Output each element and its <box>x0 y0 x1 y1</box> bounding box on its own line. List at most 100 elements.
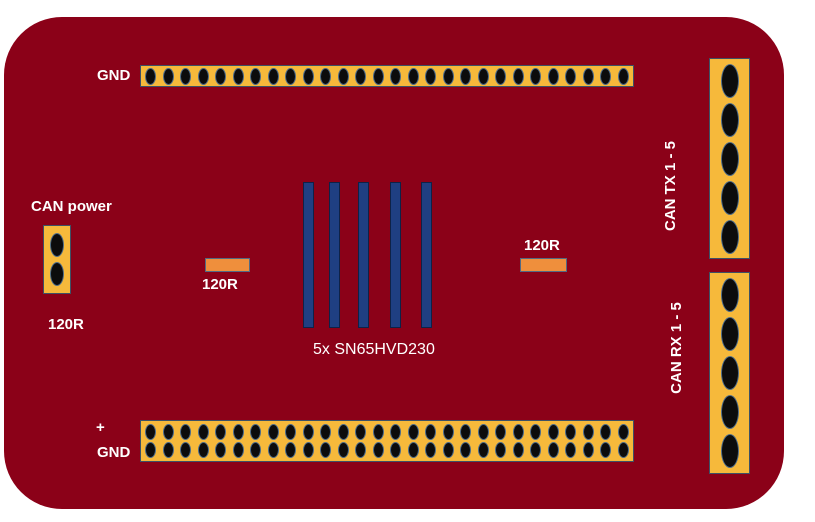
pin-hole <box>162 442 174 458</box>
pin-hole <box>250 442 262 458</box>
pin-hole <box>530 67 542 85</box>
transceiver-chip-4 <box>390 182 401 328</box>
pin-hole <box>617 424 629 440</box>
can-rx-terminal <box>709 272 750 474</box>
pin-hole <box>372 67 384 85</box>
pin-hole <box>337 442 349 458</box>
pin-hole <box>530 442 542 458</box>
pin-hole <box>232 442 244 458</box>
pin-hole <box>162 424 174 440</box>
pin-hole <box>442 67 454 85</box>
pin-hole <box>267 67 279 85</box>
pin-hole <box>215 67 227 85</box>
can-tx-terminal <box>709 58 750 259</box>
pin-hole <box>267 442 279 458</box>
pin-hole <box>145 424 156 440</box>
pin-hole <box>180 442 192 458</box>
pin-hole <box>285 442 297 458</box>
pin-hole <box>267 424 279 440</box>
pin-hole <box>547 67 559 85</box>
label-gnd-bottom: GND <box>97 444 131 461</box>
pin-hole <box>407 67 419 85</box>
pin-hole <box>320 424 332 440</box>
pin-hole <box>302 442 314 458</box>
pin-hole <box>565 424 577 440</box>
terminal-hole <box>720 316 739 351</box>
pin-hole <box>425 442 437 458</box>
pin-hole <box>285 67 297 85</box>
pin-hole <box>390 424 402 440</box>
resistor-right <box>520 258 567 272</box>
terminal-hole <box>720 219 739 254</box>
pin-hole <box>232 424 244 440</box>
top-pin-header <box>140 65 634 87</box>
pin-hole <box>320 442 332 458</box>
pin-hole <box>250 424 262 440</box>
pin-hole <box>425 424 437 440</box>
pin-hole <box>180 424 192 440</box>
label-can-power: CAN power <box>31 198 112 215</box>
pin-hole <box>302 424 314 440</box>
pin-hole <box>232 67 244 85</box>
pin-hole <box>512 424 524 440</box>
transceiver-chip-5 <box>421 182 432 328</box>
label-120r-left: 120R <box>202 276 238 293</box>
pin-hole <box>145 67 156 85</box>
pin-hole <box>600 67 612 85</box>
terminal-hole <box>720 434 739 469</box>
pin-hole <box>582 424 594 440</box>
pin-hole <box>162 67 174 85</box>
can-power-terminal <box>43 225 71 294</box>
pin-hole <box>582 442 594 458</box>
pin-hole <box>442 424 454 440</box>
terminal-hole <box>720 141 739 176</box>
pin-hole <box>302 67 314 85</box>
pin-hole <box>355 442 367 458</box>
pin-hole <box>582 67 594 85</box>
pin-hole <box>477 424 489 440</box>
pin-hole <box>547 442 559 458</box>
pin-hole <box>495 442 507 458</box>
label-can-rx: CAN RX 1 - 5 <box>668 302 685 394</box>
pin-hole <box>425 67 437 85</box>
pin-hole <box>600 424 612 440</box>
pin-hole <box>320 67 332 85</box>
pin-hole <box>530 424 542 440</box>
terminal-hole <box>720 102 739 137</box>
pin-hole <box>407 442 419 458</box>
pin-hole <box>250 67 262 85</box>
label-120r-power: 120R <box>48 316 84 333</box>
terminal-hole <box>50 262 64 287</box>
pin-hole <box>442 442 454 458</box>
pin-hole <box>460 442 472 458</box>
terminal-hole <box>720 180 739 215</box>
pin-hole <box>337 67 349 85</box>
pin-hole <box>477 67 489 85</box>
label-plus: + <box>96 419 105 436</box>
pin-hole <box>197 442 209 458</box>
bottom-pin-header <box>140 420 634 462</box>
pin-hole <box>285 424 297 440</box>
label-120r-right: 120R <box>524 237 560 254</box>
pin-hole <box>197 67 209 85</box>
pin-hole <box>477 442 489 458</box>
pin-hole <box>390 67 402 85</box>
terminal-hole <box>720 395 739 430</box>
pin-hole <box>145 442 156 458</box>
label-gnd-top: GND <box>97 67 131 84</box>
pin-hole <box>407 424 419 440</box>
pin-hole <box>547 424 559 440</box>
pin-hole <box>355 424 367 440</box>
pin-hole <box>372 442 384 458</box>
pin-hole <box>495 67 507 85</box>
label-chips: 5x SN65HVD230 <box>313 341 435 358</box>
pin-hole <box>460 424 472 440</box>
pin-hole <box>355 67 367 85</box>
pin-hole <box>512 442 524 458</box>
pin-hole <box>565 442 577 458</box>
pin-hole <box>180 67 192 85</box>
pin-row <box>145 442 629 458</box>
terminal-hole <box>50 232 64 257</box>
pin-hole <box>512 67 524 85</box>
pin-hole <box>617 442 629 458</box>
